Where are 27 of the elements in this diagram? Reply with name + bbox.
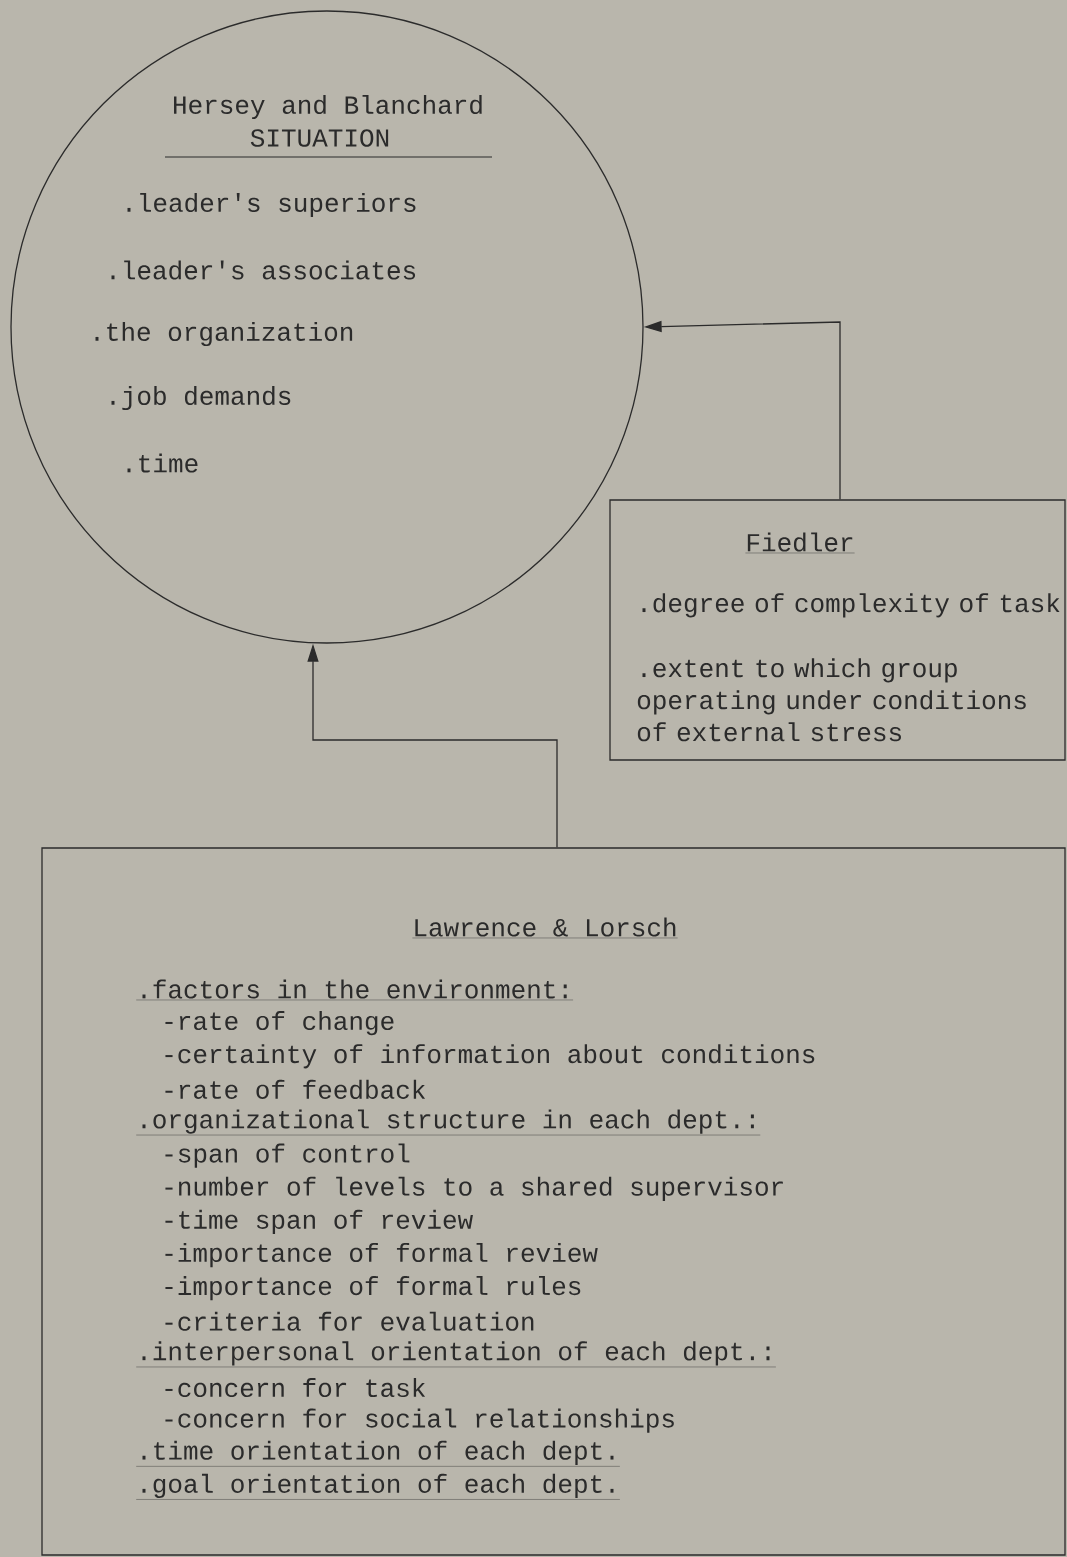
list-item: -rate of change [165,1011,394,1036]
list-item: .goal orientation of each dept. [136,1473,621,1500]
list-item: -criteria for evaluation [165,1311,534,1331]
list-item: -rate of feedback [165,1079,426,1099]
list-item: -certainty of information about conditions [165,1044,815,1069]
list-item: .leader's superiors [127,192,416,218]
heading: Lawrence & Lorsch [412,917,678,939]
list-item: .organizational structure in each dept.: [136,1109,761,1136]
heading: Hersey and Blanchard [174,94,482,120]
list-item: -span of control [165,1143,410,1168]
list-item: -time span of review [165,1209,473,1235]
list-item: -importance of formal rules [165,1276,581,1301]
list-item: .the organization [95,321,353,347]
list-item: .factors in the environment: [136,979,574,1001]
list-item: .time [127,453,198,473]
list-item: .degree of complexity of task [642,593,1060,618]
list-item: .job demands [111,385,291,411]
list-item: .interpersonal orientation of each dept.: [136,1341,777,1368]
list-item: .leader's associates [111,260,416,280]
list-item: .extent to which group operating under conditions of external stress [637,658,1026,742]
list-item: -importance of formal review [165,1242,598,1268]
heading: SITUATION [250,129,389,147]
list-item: -concern for task [165,1378,426,1398]
list-item: -number of levels to a shared supervisor [165,1176,783,1201]
list-item: .time orientation of each dept. [136,1440,621,1467]
list-item: -concern for social relationships [165,1408,674,1433]
heading: Fiedler [745,532,855,554]
